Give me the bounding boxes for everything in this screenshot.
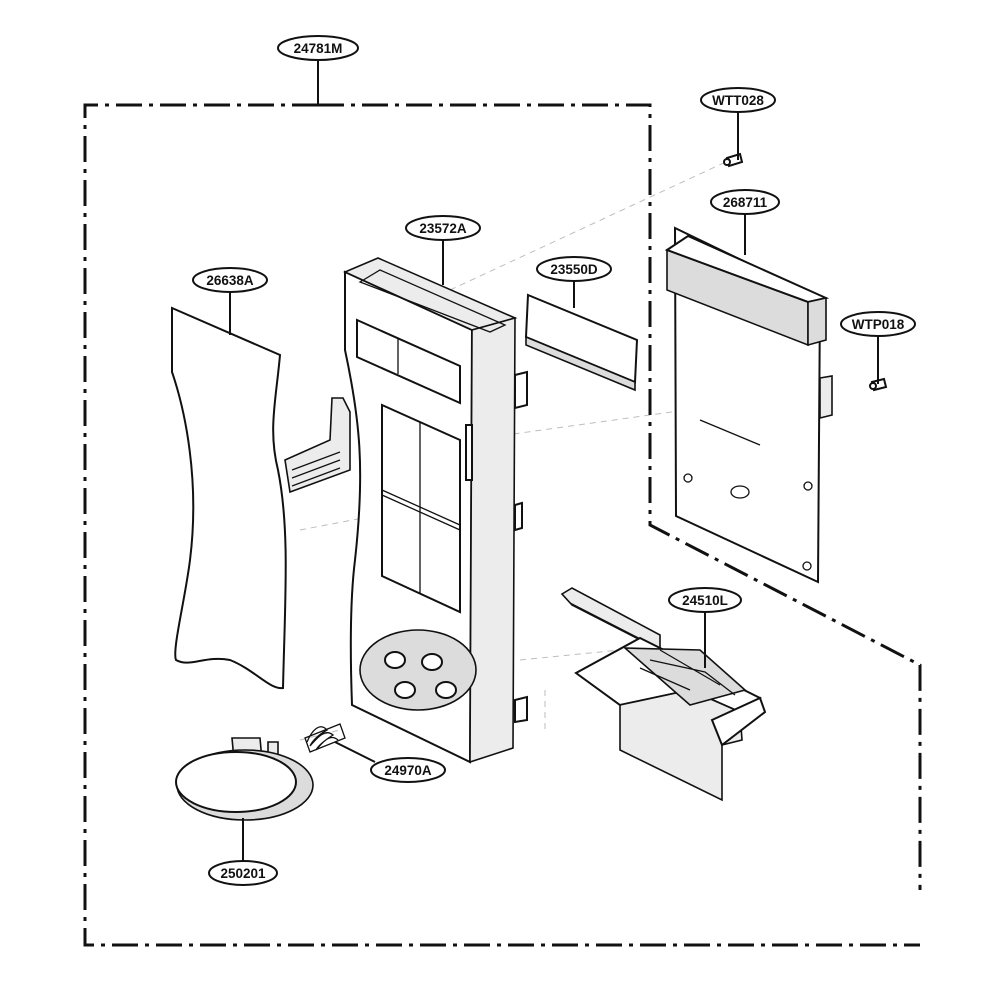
part-label-26638A: 26638A xyxy=(192,267,268,293)
part-number-250201: 250201 xyxy=(220,866,266,881)
leader-lines xyxy=(229,60,879,862)
push-button xyxy=(175,737,314,821)
display-window xyxy=(524,293,639,392)
part-label-250201: 250201 xyxy=(208,860,278,886)
part-label-23550D: 23550D xyxy=(536,256,612,282)
part-number-WTT028: WTT028 xyxy=(712,93,764,108)
part-number-23572A: 23572A xyxy=(419,221,467,236)
part-label-WTP018: WTP018 xyxy=(840,311,916,337)
part-label-24510L: 24510L xyxy=(668,587,742,613)
part-number-WTP018: WTP018 xyxy=(852,317,905,332)
part-number-268711: 268711 xyxy=(723,195,768,210)
part-number-24970A: 24970A xyxy=(384,763,432,778)
membrane-keypad xyxy=(171,306,351,690)
part-number-26638A: 26638A xyxy=(206,273,254,288)
spring xyxy=(304,723,346,753)
part-label-268711: 268711 xyxy=(710,189,780,215)
screw-wtt028 xyxy=(723,152,744,168)
part-label-WTT028: WTT028 xyxy=(700,87,776,113)
part-number-24781M: 24781M xyxy=(294,41,343,56)
part-label-23572A: 23572A xyxy=(405,215,481,241)
part-number-24510L: 24510L xyxy=(682,593,728,608)
part-label-24781M: 24781M xyxy=(277,35,359,61)
part-label-24970A: 24970A xyxy=(370,757,446,783)
assembly-boundary xyxy=(83,103,922,947)
pcb-board xyxy=(664,226,833,584)
control-panel-frame xyxy=(343,257,528,764)
screw-wtp018 xyxy=(869,377,888,392)
part-number-23550D: 23550D xyxy=(550,262,598,277)
latch-assembly xyxy=(560,587,767,802)
